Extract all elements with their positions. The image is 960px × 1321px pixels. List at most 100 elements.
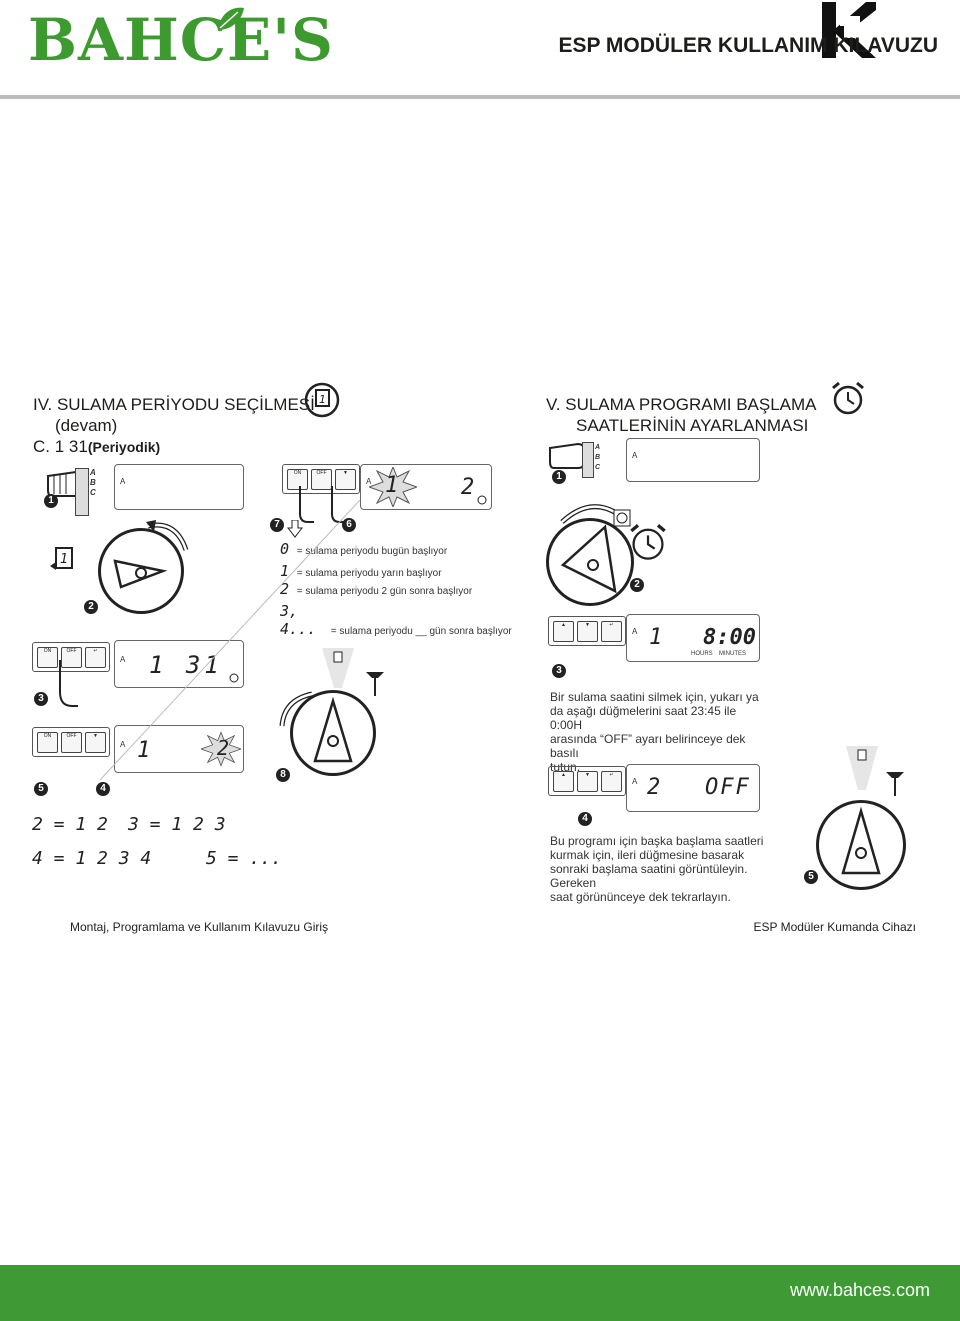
legend-text: = sulama periyodu __ gün sonra başlıyor xyxy=(330,626,512,637)
dial-pointer-icon xyxy=(560,524,617,594)
button-group-top: ON OFF ▼ xyxy=(282,464,360,494)
step-6-badge: 6 xyxy=(342,518,356,532)
lcd-a-label: A xyxy=(632,451,638,460)
legend-row-1: 1 = sulama periyodu yarın başlıyor xyxy=(280,562,512,580)
lcd-off-value: OFF xyxy=(705,775,751,800)
abc-switch[interactable] xyxy=(75,468,89,516)
alarm-clock-icon xyxy=(832,381,864,415)
step-5-badge: 5 xyxy=(34,782,48,796)
lcd-value-1: 1 xyxy=(137,738,151,763)
hours-label: HOURS xyxy=(691,651,713,657)
website-link[interactable]: www.bahces.com xyxy=(789,1280,930,1300)
enter-button[interactable]: ↵ xyxy=(601,771,622,792)
sprinkler-icon xyxy=(366,672,384,696)
step-v3-badge: 3 xyxy=(552,664,566,678)
note1-line3: arasında “OFF” ayarı belirinceye dek bas… xyxy=(550,732,746,760)
legend-symbol: 2 xyxy=(280,580,290,598)
abc-c: C xyxy=(90,488,96,497)
abc-labels-v: A B C xyxy=(595,443,600,473)
sequence-3: 3 = 1 2 3 xyxy=(128,814,226,835)
footer-bar xyxy=(0,1265,960,1321)
flash-burst-icon xyxy=(201,731,241,767)
section-v-title-line2: SAATLERİNİN AYARLANMASI xyxy=(576,416,809,435)
leaf-icon xyxy=(218,7,244,30)
legend-row-3: 3, 4... = sulama periyodu __ gün sonra b… xyxy=(280,602,512,638)
period-dial-icon: 1 xyxy=(304,382,340,418)
down-arrow-button[interactable]: ▼ xyxy=(85,732,106,753)
title-prefix: C. 1 31 xyxy=(33,437,88,456)
enter-button[interactable]: ↵ xyxy=(601,621,622,642)
rotate-arrow-icon xyxy=(146,520,189,551)
lcd-display-station: A xyxy=(114,464,244,510)
step-8-badge: 8 xyxy=(276,768,290,782)
lcd-digit-right: 2 xyxy=(461,475,475,500)
note1-line2: da aşağı düğmelerini saat 23:45 ile 0:00… xyxy=(550,704,737,732)
off-button[interactable]: OFF xyxy=(61,647,82,668)
lcd-a-label: A xyxy=(120,655,126,664)
abc-b: B xyxy=(90,478,96,487)
lcd-a-label: A xyxy=(366,477,372,486)
enter-button[interactable]: ↵ xyxy=(85,647,106,668)
down-arrow-button[interactable]: ▼ xyxy=(335,469,356,490)
title-suffix: (Periyodik) xyxy=(87,439,161,455)
period-marker-icon xyxy=(846,746,878,790)
off-button[interactable]: OFF xyxy=(311,469,332,490)
sequence-4: 4 = 1 2 3 4 xyxy=(32,848,152,869)
up-arrow-button[interactable]: ▲ xyxy=(553,621,574,642)
lcd-program-number: 1 xyxy=(649,625,663,650)
abc-b: B xyxy=(595,454,601,461)
period-small-icon xyxy=(229,673,239,683)
step-2-badge: 2 xyxy=(84,600,98,614)
button-group-v-mid: ▲ ▼ ↵ xyxy=(548,766,626,796)
controller-dial-v-b[interactable] xyxy=(816,800,906,890)
lcd-a-label: A xyxy=(120,477,126,486)
lcd-value-2: 2 xyxy=(217,736,230,760)
on-button[interactable]: ON xyxy=(37,647,58,668)
lcd-display-off: A 2 OFF xyxy=(626,764,760,812)
note2-line1: Bu programı için başka başlama saatleri xyxy=(550,834,764,848)
section-iv-title-line1: IV. SULAMA PERİYODU SEÇİLMESİ xyxy=(33,395,315,414)
svg-text:1: 1 xyxy=(60,552,68,567)
clock-marker-icon xyxy=(613,509,631,527)
controller-dial-iv[interactable] xyxy=(98,528,184,614)
legend-symbol: 3, 4... xyxy=(280,602,317,638)
sequence-2: 2 = 1 2 xyxy=(32,814,108,835)
lcd-a-label: A xyxy=(632,777,638,786)
dial-pointer-icon xyxy=(113,559,168,589)
step-v1-badge: 1 xyxy=(552,470,566,484)
lcd-display-v-station: A xyxy=(626,438,760,482)
rotate-arrow-icon xyxy=(279,691,313,727)
abc-c: C xyxy=(595,464,601,471)
button-group-v-top: ▲ ▼ ↵ xyxy=(548,616,626,646)
down-arrow-button[interactable]: ▼ xyxy=(577,621,598,642)
legend-text: = sulama periyodu 2 gün sonra başlıyor xyxy=(296,586,473,597)
header-divider xyxy=(0,95,960,99)
dial-pointer-icon xyxy=(841,806,881,875)
up-arrow-button[interactable]: ▲ xyxy=(553,771,574,792)
guide-line xyxy=(100,500,361,781)
rotate-arrow-icon xyxy=(560,504,620,524)
section-iv-title-line2: (devam) xyxy=(55,416,118,435)
page-title: ESP MODÜLER KULLANIM KILAVUZU xyxy=(558,34,938,57)
lcd-a-label: A xyxy=(120,740,126,749)
hand-press-icon-3 xyxy=(59,660,78,707)
lcd-digit-left: 1 xyxy=(385,473,399,498)
down-arrow-icon xyxy=(287,520,303,538)
abc-a: A xyxy=(595,444,601,451)
footer-right: ESP Modüler Kumanda Cihazı xyxy=(753,920,916,934)
down-arrow-button[interactable]: ▼ xyxy=(577,771,598,792)
flash-burst-icon xyxy=(369,467,417,507)
on-button[interactable]: ON xyxy=(287,469,308,490)
on-button[interactable]: ON xyxy=(37,732,58,753)
delete-time-note: Bir sulama saatini silmek için, yukarı y… xyxy=(550,690,760,774)
controller-dial-v[interactable] xyxy=(546,518,634,606)
abc-switch-v[interactable] xyxy=(582,442,594,478)
off-button[interactable]: OFF xyxy=(61,732,82,753)
step-v2-badge: 2 xyxy=(630,578,644,592)
section-v-title: V. SULAMA PROGRAMI BAŞLAMA SAATLERİNİN A… xyxy=(546,394,817,436)
sequence-5: 5 = ... xyxy=(206,848,282,869)
legend-symbol: 1 xyxy=(280,562,290,580)
sprinkler-icon xyxy=(886,772,904,796)
lcd-display-period: A 1 2 xyxy=(360,464,492,510)
controller-dial-iv-b[interactable] xyxy=(290,690,376,776)
